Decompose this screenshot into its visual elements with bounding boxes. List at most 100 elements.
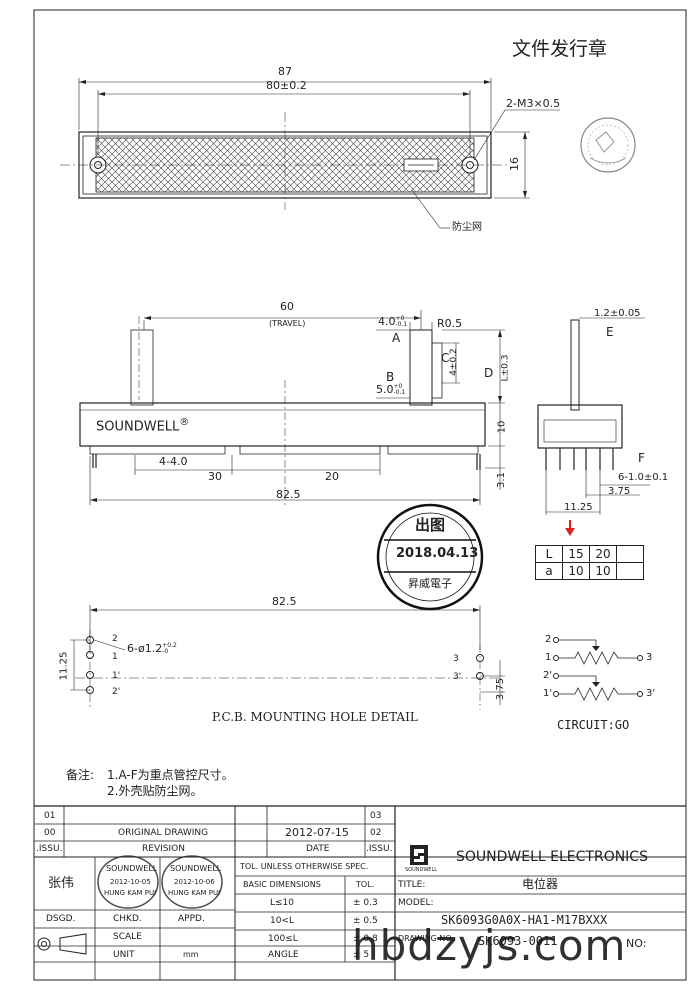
rev-right-02: 02 [370, 828, 382, 838]
quality-seal [580, 117, 636, 173]
model-label: MODEL: [398, 898, 434, 908]
note-item-1: 1.A-F为重点管控尺寸。 [107, 768, 234, 782]
angle-tol: ± 5 [353, 950, 370, 960]
length-table: L 15 20 a 10 10 [535, 545, 644, 580]
circuit-diagram [553, 637, 643, 701]
dim-a-value: 4.0 [378, 315, 396, 328]
circuit-pin-1: 1 [545, 652, 552, 663]
rev-num-00: 00 [44, 828, 56, 838]
pcb-pin-3: 3 [453, 654, 459, 664]
basic-dims-label: BASIC DIMENSIONS [243, 880, 321, 889]
company-logo-text: SOUNDWELL [405, 867, 438, 873]
tol-val-2: ± 0.5 [353, 916, 378, 926]
pcb-holes-value: 6-ø1.2 [127, 642, 163, 655]
stamp-1-name: HUNG KAM PUI [104, 889, 157, 897]
dim-d: L±0.3 [500, 354, 511, 382]
side-view [79, 310, 505, 505]
company-logo-mark [410, 845, 428, 865]
no-label: NO: [626, 937, 647, 950]
pcb-pin-2: 2 [112, 634, 118, 644]
circuit-pin-2-prime: 2' [543, 670, 553, 681]
approval-stamps [97, 855, 223, 909]
dim-travel: 60 [280, 300, 294, 313]
stamp-2-name: HUNG KAM PUI [168, 889, 221, 897]
chkd-label: CHKD. [113, 914, 142, 924]
tol-val-3: ± 0.8 [353, 934, 378, 944]
tol-dim-2: 10<L [270, 916, 295, 926]
dim-10: 10 [496, 420, 508, 434]
pcb-dim-11-25: 11.25 [58, 651, 70, 681]
end-view [537, 317, 650, 536]
pcb-pin-2-prime: 2' [112, 687, 121, 697]
projection-symbol [37, 933, 87, 955]
dim-end-3-75: 3.75 [608, 486, 631, 497]
stamp-1-company: SOUNDWELL [106, 864, 158, 873]
dim-e: 1.2±0.05 [594, 308, 641, 319]
dim-screw: 2-M3×0.5 [506, 97, 561, 110]
stamp-1-date: 2012-10-05 [110, 878, 151, 886]
table-cell [616, 562, 644, 580]
pcb-pin-1-prime: 1' [112, 671, 121, 681]
label-d: D [484, 366, 494, 380]
drawing-no-value: SK6093-0011 [478, 934, 558, 948]
unit-value: mm [183, 950, 199, 959]
watermark-text: hbdzyjs.com [352, 921, 627, 970]
label-b: B [386, 370, 395, 384]
title-label: TITLE: [398, 880, 426, 890]
circuit-caption: CIRCUIT:GO [557, 718, 630, 732]
table-cell: 15 [562, 545, 590, 563]
table-cell: 20 [589, 545, 617, 563]
dsgd-label: DSGD. [46, 914, 76, 924]
pcb-holes-tol-upper: +0.2 [162, 642, 177, 649]
dim-b-tol-upper: +0 [393, 383, 403, 390]
dust-screen-label: 防尘网 [452, 222, 482, 233]
title-value: 电位器 [522, 877, 559, 891]
dim-a-tol-upper: +0 [395, 315, 405, 322]
label-c: C [441, 351, 450, 365]
table-row: L 15 20 [535, 545, 644, 563]
dim-a-tol-lower: -0.1 [395, 321, 408, 328]
designer-name: 张伟 [48, 876, 75, 891]
label-f: F [638, 451, 645, 465]
revision-label: REVISION [142, 844, 185, 854]
dim-b-tol-lower: -0.1 [393, 389, 406, 396]
issue-stamp-text: 文件发行章 [512, 38, 608, 60]
circuit-pin-3-prime: 3' [646, 688, 656, 699]
table-cell: a [535, 562, 563, 580]
table-row: a 10 10 [535, 562, 644, 580]
issu-label-2: .ISSU. [366, 844, 393, 854]
appd-label: APPD. [178, 914, 205, 924]
unit-label: UNIT [113, 950, 135, 960]
pcb-holes-tol-lower: -0 [162, 648, 169, 655]
circuit-pin-1-prime: 1' [543, 688, 553, 699]
model-value: SK6093G0A0X-HA1-M17BXXX [441, 913, 608, 927]
release-stamp-company: 昇威電子 [408, 577, 452, 590]
stamp-2-date: 2012-10-06 [174, 878, 215, 886]
dim-b-value: 5.0 [376, 383, 394, 396]
release-stamp-date: 2018.04.13 [396, 546, 479, 561]
pcb-dim-82-5: 82.5 [272, 595, 297, 608]
release-stamp-title: 出图 [415, 516, 446, 534]
rev-num-01: 01 [44, 811, 56, 821]
dim-end-11-25: 11.25 [564, 502, 593, 513]
rev-right-03: 03 [370, 811, 382, 821]
table-cell: 10 [562, 562, 590, 580]
tol-header: TOL. UNLESS OTHERWISE SPEC. [240, 862, 369, 871]
stamp-2-company: SOUNDWELL [170, 864, 222, 873]
rev-date-00: 2012-07-15 [285, 826, 349, 839]
pcb-caption: P.C.B. MOUNTING HOLE DETAIL [212, 710, 418, 724]
brand-mark: ® [179, 417, 190, 428]
dim-hole-pitch: 80±0.2 [266, 79, 307, 92]
dim-c: 4±0.2 [448, 348, 459, 376]
tol-val-1: ± 0.3 [353, 898, 378, 908]
circuit-pin-3: 3 [646, 652, 653, 663]
label-a: A [392, 331, 401, 345]
angle-label: ANGLE [268, 950, 299, 960]
tol-dim-3: 100≤L [268, 934, 298, 944]
dim-30: 30 [208, 470, 222, 483]
drawing-no-label: DRAWING NO. [398, 934, 454, 943]
pcb-hole-detail [70, 605, 505, 710]
tol-dim-1: L≤10 [270, 898, 295, 908]
circuit-pin-2: 2 [545, 634, 552, 645]
